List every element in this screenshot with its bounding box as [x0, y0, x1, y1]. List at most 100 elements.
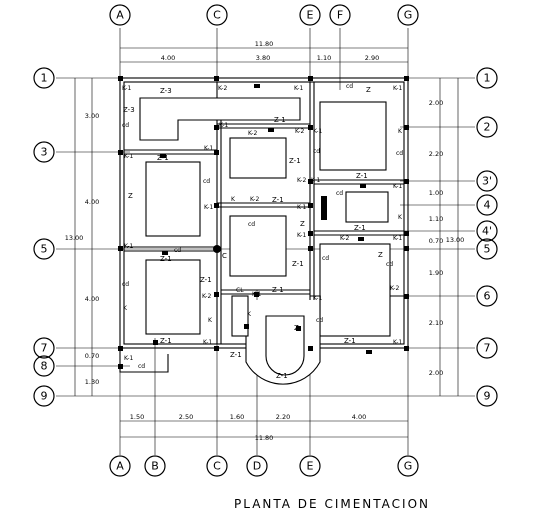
footing-z-f [319, 243, 391, 337]
element-labels: Z-3 Z-3 cd K-1 K-2 K-1 cd Z K-1 K-1 Z-1 … [122, 83, 403, 380]
label-z3-b: Z-3 [123, 106, 135, 114]
dim-left-seg-5: 1.30 [85, 378, 99, 386]
label-cd-10: cd [122, 281, 129, 288]
axis-bubble-right-2 [476, 116, 498, 138]
col-b8 [153, 340, 158, 345]
col-bay-1 [244, 324, 249, 329]
axis-label-top-c: C [213, 9, 221, 22]
label-k-b: K [231, 196, 236, 203]
label-cd-3: cd [396, 150, 403, 157]
axis-bubble-top-g [397, 4, 419, 26]
axis-bubble-right-6 [476, 285, 498, 307]
footing-z3 [139, 97, 301, 141]
axis-bubbles-bottom: A B C D E G [109, 455, 419, 477]
label-k1-a: K-1 [122, 85, 131, 92]
label-z-3: Z [300, 220, 305, 228]
axis-bubble-left-7 [33, 337, 55, 359]
axis-label-right-3p: 3' [482, 175, 492, 188]
label-z1-a: Z-1 [274, 116, 286, 124]
footing-z1-a [145, 161, 201, 237]
label-z1-i: Z-1 [200, 276, 212, 284]
dim-top-seg-1: 4.00 [161, 54, 175, 62]
label-z1-n: Z-1 [276, 372, 288, 380]
col-e4 [308, 203, 313, 208]
label-k1-q: K-1 [203, 339, 212, 346]
drawing-title: PLANTA DE CIMENTACION [234, 497, 430, 511]
label-z-4: Z [378, 251, 383, 259]
dim-right-seg-8: 2.00 [429, 369, 443, 377]
label-cd-5: cd [203, 178, 210, 185]
label-k2-b: K-2 [248, 130, 257, 137]
label-z-5: Z [294, 324, 299, 332]
label-k1-l: K-1 [297, 232, 306, 239]
axis-bubble-right-5 [476, 238, 498, 260]
col-g7 [404, 346, 409, 351]
label-z3-a: Z-3 [160, 87, 172, 95]
axis-label-left-9: 9 [41, 390, 48, 403]
col-e2 [308, 125, 313, 130]
dim-bottom-seg-4: 2.20 [276, 413, 290, 421]
dim-right-seg-7: 2.10 [429, 319, 443, 327]
axis-label-left-5: 5 [41, 243, 48, 256]
label-k1-p: K-1 [313, 295, 322, 302]
axis-bubbles-left: 1 3 5 7 8 9 [33, 67, 55, 407]
dimension-lines [74, 47, 459, 438]
col-c2 [214, 125, 219, 130]
label-z1-g: Z-1 [292, 260, 304, 268]
axis-label-bottom-d: D [253, 460, 261, 473]
dim-bottom-total: 11.80 [255, 434, 274, 442]
col-r-mid-2 [358, 237, 364, 241]
label-k1-k: K-1 [297, 204, 306, 211]
dim-bottom-seg-1: 1.50 [130, 413, 144, 421]
col-c4 [214, 203, 219, 208]
label-k1-i: K-1 [393, 183, 402, 190]
label-z1-h: Z-1 [354, 224, 366, 232]
dim-bottom-seg-2: 2.50 [179, 413, 193, 421]
col-e-mid [321, 196, 327, 220]
curved-bay-inner [265, 315, 305, 376]
axis-bubble-right-1 [476, 67, 498, 89]
axis-bubble-bottom-c [206, 455, 228, 477]
label-k1-n: K-1 [393, 235, 402, 242]
curved-bay [231, 295, 321, 385]
axis-label-top-g: G [404, 9, 413, 22]
col-d6 [254, 292, 259, 297]
axis-label-right-5: 5 [484, 243, 491, 256]
axis-bubble-bottom-d [246, 455, 268, 477]
col-top-mid-2 [268, 128, 274, 132]
axis-label-bottom-e: E [307, 460, 314, 473]
axis-label-right-4p: 4' [482, 225, 492, 238]
label-k-a: K [398, 128, 403, 135]
footing-z1-c [229, 137, 287, 179]
label-k1-o: K-1 [252, 291, 261, 298]
axis-label-bottom-g: G [404, 460, 413, 473]
label-z1-c: Z-1 [289, 157, 301, 165]
label-z1-m: Z-1 [344, 337, 356, 345]
dim-right-seg-6: 1.90 [429, 269, 443, 277]
footing-z-e [319, 101, 387, 171]
axis-bubble-right-9 [476, 385, 498, 407]
label-cd-6: cd [336, 190, 343, 197]
col-a3 [118, 150, 123, 155]
axis-label-right-9: 9 [484, 390, 491, 403]
label-z1-l: Z-1 [230, 351, 242, 359]
dim-right-seg-2: 2.20 [429, 150, 443, 158]
axis-bubbles-right: 1 2 3' 4 4' 5 6 7 9 [476, 67, 498, 407]
label-c-a: C [222, 252, 227, 260]
label-z1-d: Z-1 [356, 172, 368, 180]
col-c7 [214, 346, 219, 351]
col-g1 [404, 76, 409, 81]
col-top-mid-1 [254, 84, 260, 88]
dim-right-total: 13.00 [446, 236, 465, 244]
axis-label-left-7: 7 [41, 342, 48, 355]
axis-label-right-1: 1 [484, 72, 491, 85]
label-cd-11: cd [386, 261, 393, 268]
dim-left-seg-2: 4.00 [85, 198, 99, 206]
col-c5 [213, 245, 221, 253]
label-cd-8: cd [174, 247, 181, 254]
axis-label-top-f: F [337, 9, 343, 22]
col-e3p [308, 179, 313, 184]
column-markers [118, 76, 409, 369]
axis-label-right-2: 2 [484, 121, 491, 134]
